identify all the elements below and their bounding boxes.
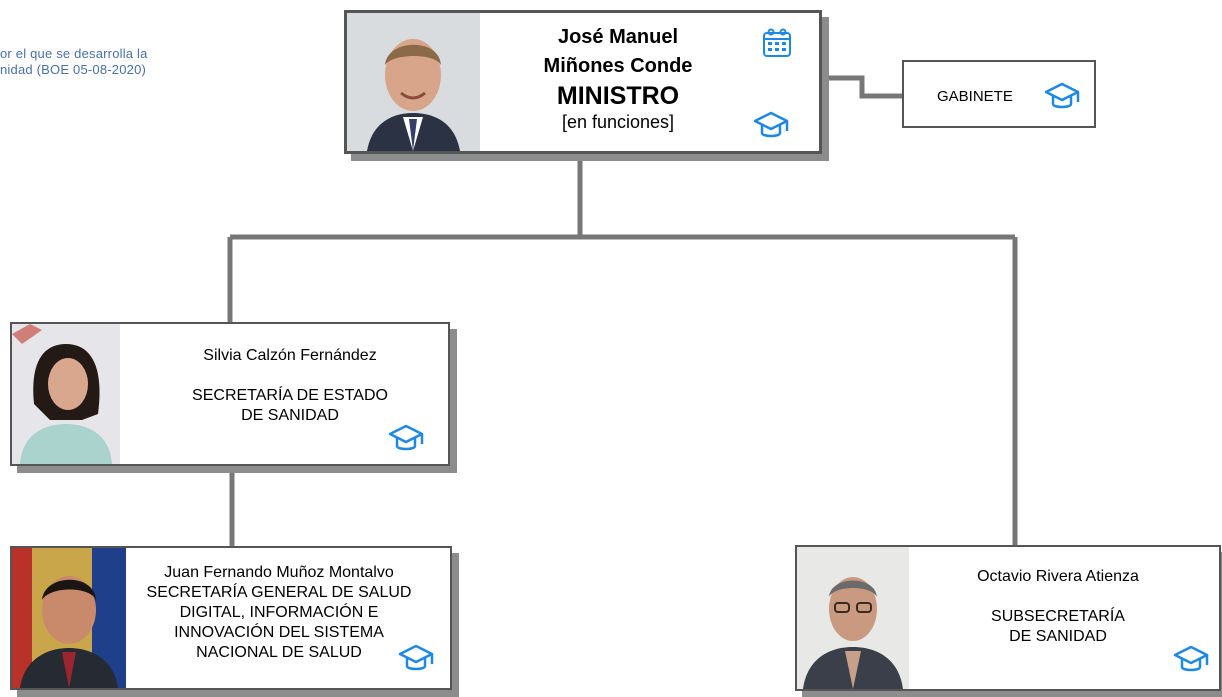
minister-role: MINISTRO xyxy=(556,82,680,110)
minister-card[interactable]: José Manuel Miñones Conde MINISTRO [en f… xyxy=(344,10,822,154)
secretaria-general-card[interactable]: Juan Fernando Muñoz Montalvo SECRETARÍA … xyxy=(10,546,452,690)
graduation-cap-icon[interactable] xyxy=(1044,82,1080,112)
minister-photo xyxy=(347,13,480,151)
secretaria-general-photo xyxy=(12,548,126,688)
subsecretaria-card[interactable]: Octavio Rivera Atienza SUBSECRETARÍA DE … xyxy=(795,545,1221,691)
graduation-cap-icon[interactable] xyxy=(753,111,789,141)
intro-line-1: or el que se desarrolla la xyxy=(0,46,148,61)
secretaria-general-unit-line-1: SECRETARÍA GENERAL DE SALUD xyxy=(146,584,412,601)
minister-name-line-1: José Manuel xyxy=(557,26,679,48)
connector-main xyxy=(227,156,1018,545)
minister-name-line-2: Miñones Conde xyxy=(543,55,693,77)
secretaria-general-unit-line-2: DIGITAL, INFORMACIÓN E xyxy=(179,604,379,621)
secretaria-general-unit-line-3: INNOVACIÓN DEL SISTEMA xyxy=(174,624,384,641)
intro-line-2: nidad (BOE 05-08-2020) xyxy=(0,62,147,77)
subsecretaria-photo xyxy=(797,547,909,689)
minister-status: [en funciones] xyxy=(561,112,675,132)
subsecretaria-unit-line-2: DE SANIDAD xyxy=(1009,628,1107,645)
secretaria-estado-unit-line-1: SECRETARÍA DE ESTADO xyxy=(192,387,388,404)
graduation-cap-icon[interactable] xyxy=(388,424,424,454)
graduation-cap-icon[interactable] xyxy=(398,644,434,674)
secretaria-estado-photo xyxy=(12,324,120,464)
secretaria-estado-unit-line-2: DE SANIDAD xyxy=(241,407,339,424)
gabinete-label: GABINETE xyxy=(937,88,1013,105)
intro-text: or el que se desarrolla la nidad (BOE 05… xyxy=(0,46,270,78)
subsecretaria-unit-line-1: SUBSECRETARÍA xyxy=(991,608,1125,625)
secretaria-general-unit-line-4: NACIONAL DE SALUD xyxy=(196,644,362,661)
graduation-cap-icon[interactable] xyxy=(1173,645,1209,675)
connector-gabinete xyxy=(822,75,902,99)
calendar-icon[interactable] xyxy=(761,27,793,59)
secretaria-estado-person: Silvia Calzón Fernández xyxy=(203,347,377,364)
gabinete-card[interactable]: GABINETE xyxy=(902,60,1096,128)
secretaria-estado-card[interactable]: Silvia Calzón Fernández SECRETARÍA DE ES… xyxy=(10,322,450,466)
secretaria-general-person: Juan Fernando Muñoz Montalvo xyxy=(164,564,394,581)
subsecretaria-person: Octavio Rivera Atienza xyxy=(977,568,1139,585)
